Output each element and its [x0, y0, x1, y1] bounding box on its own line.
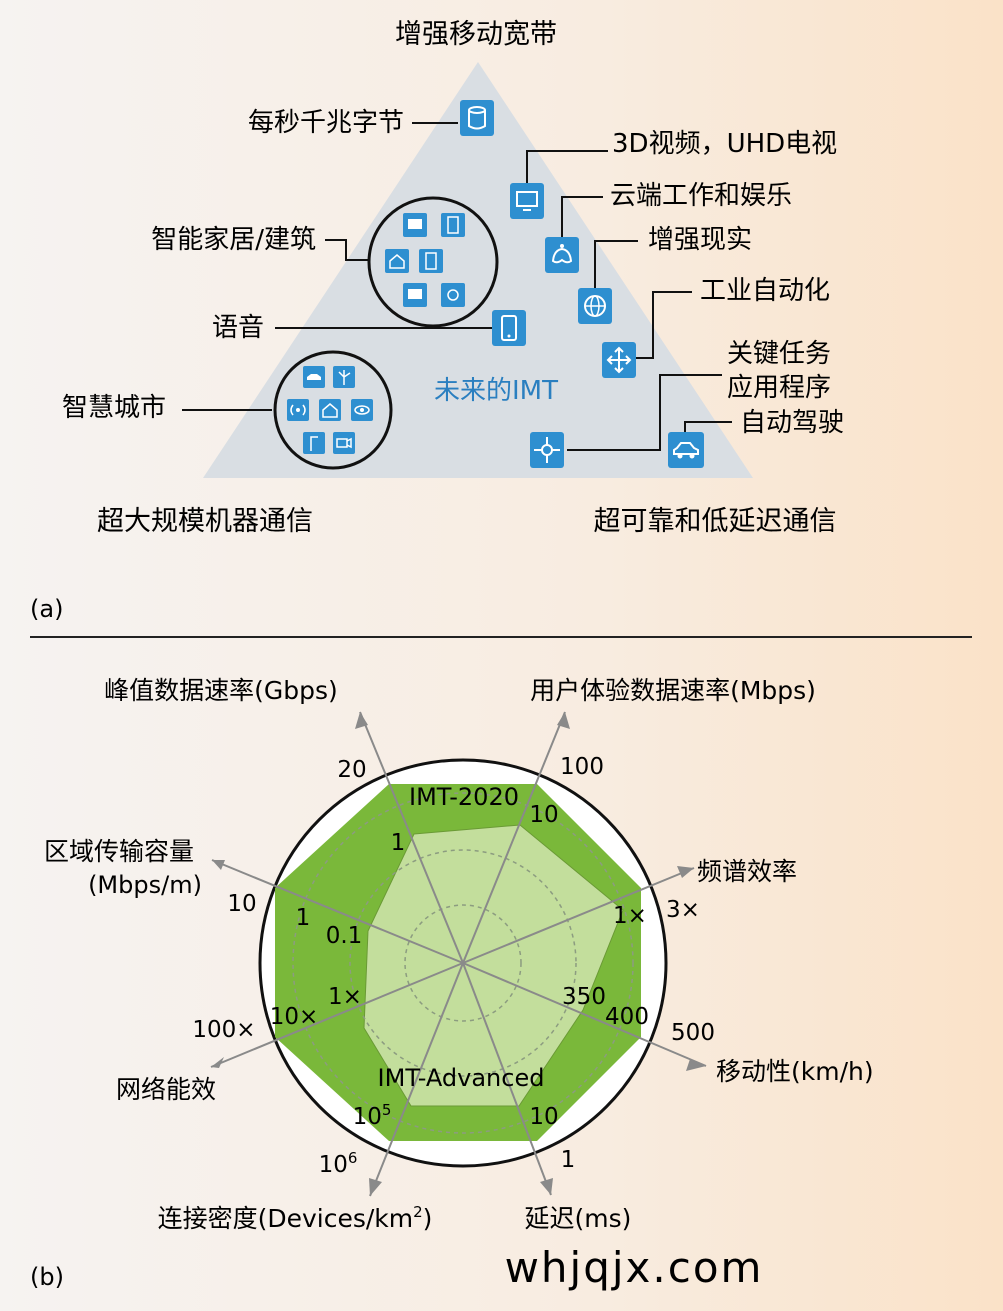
user-rate-axis-label: 用户体验数据速率(Mbps) [530, 676, 816, 705]
panel-a: 增强移动宽带 超大规模机器通信 超可靠和低延迟通信 未来的IMT [30, 19, 844, 623]
tick-mobility-inner: 350 [562, 984, 606, 1010]
tv-icon [403, 213, 427, 237]
density-axis-label: 连接密度(Devices/km2) [158, 1203, 433, 1233]
industry-label: 工业自动化 [700, 276, 830, 306]
panel-b: IMT-2020 IMT-Advanced 峰值数据速率(Gbps) 用户体验数… [30, 676, 874, 1292]
arrows-icon [602, 342, 636, 378]
gigabytes-label: 每秒千兆字节 [248, 108, 404, 138]
tick-area-outer: 10 [227, 891, 256, 917]
imt-advanced-area [363, 824, 624, 1107]
voice-label: 语音 [212, 313, 264, 343]
tick-peak-inner: 1 [391, 830, 406, 856]
globe-icon [578, 288, 612, 324]
house-icon [385, 249, 409, 273]
tick-labels: 20 1 100 10 3× 1× 500 400 350 1 10 106 1… [192, 754, 715, 1178]
caption-a: (a) [30, 595, 63, 623]
urllc-label: 超可靠和低延迟通信 [594, 506, 837, 537]
caption-b: (b) [30, 1263, 64, 1291]
embb-label: 增强移动宽带 [395, 19, 557, 50]
axes [210, 711, 707, 1197]
windmill-icon [333, 366, 355, 388]
cloud-label: 云端工作和娱乐 [610, 181, 792, 211]
eye-icon [351, 399, 373, 421]
streetlight-icon [303, 432, 325, 454]
tick-energy-outer: 100× [192, 1017, 255, 1043]
mission-label-1: 关键任务 [727, 339, 831, 369]
area-axis-label-2: (Mbps/m) [88, 871, 202, 899]
smart-home-label: 智能家居/建筑 [151, 225, 316, 255]
mobility-axis-label: 移动性(km/h) [716, 1057, 874, 1086]
tick-user-outer: 100 [560, 754, 604, 780]
home-small-icon [319, 399, 341, 421]
imt-2020-label: IMT-2020 [409, 783, 519, 811]
gamepad-icon [545, 237, 579, 273]
tick-area-inner: 0.1 [326, 923, 363, 949]
axis-arrowheads [211, 712, 706, 1196]
tick-spectrum-inner: 1× [613, 903, 647, 929]
grid-circles [292, 792, 634, 1134]
tick-area-mid: 1 [296, 905, 311, 931]
smart-city-label: 智慧城市 [62, 393, 166, 423]
future-imt-label: 未来的IMT [434, 376, 558, 406]
video-label: 3D视频，UHD电视 [612, 129, 837, 159]
car-icon [668, 432, 704, 468]
spectrum-axis-label: 频谱效率 [697, 857, 797, 886]
tick-energy-inner: 1× [328, 984, 362, 1010]
tick-user-inner: 10 [529, 802, 558, 828]
watermark: whjqjx.com [505, 1243, 764, 1292]
tick-mobility-mid: 400 [605, 1004, 649, 1030]
latency-axis-label: 延迟(ms) [525, 1204, 632, 1233]
network-icon [530, 432, 564, 468]
signal-icon [287, 399, 309, 421]
building-icon [419, 249, 443, 273]
tick-latency-inner: 10 [529, 1104, 558, 1130]
leader-lines [182, 122, 732, 451]
car-small-icon [303, 366, 325, 388]
mission-label-2: 应用程序 [727, 373, 831, 403]
self-driving-label: 自动驾驶 [740, 408, 844, 438]
imt-advanced-label: IMT-Advanced [378, 1064, 545, 1092]
tick-energy-mid: 10× [270, 1004, 319, 1030]
fridge-icon [441, 213, 465, 237]
database-icon [460, 100, 494, 136]
tick-spectrum-outer: 3× [666, 897, 700, 923]
peak-rate-axis-label: 峰值数据速率(Gbps) [104, 676, 338, 705]
tick-density-inner: 105 [353, 1101, 392, 1130]
phone-icon [492, 310, 526, 346]
washer-icon [441, 283, 465, 307]
monitor-icon [510, 183, 544, 219]
smart-home-cluster [367, 196, 499, 328]
screen-icon [403, 283, 427, 307]
tick-density-outer: 106 [319, 1149, 358, 1178]
mmtc-label: 超大规模机器通信 [97, 506, 313, 537]
energy-axis-label: 网络能效 [116, 1075, 216, 1104]
ar-label: 增强现实 [648, 225, 752, 255]
tick-peak-outer: 20 [337, 757, 366, 783]
area-axis-label-1: 区域传输容量 [44, 837, 194, 866]
tick-mobility-outer: 500 [671, 1020, 715, 1046]
tick-latency-outer: 1 [561, 1147, 576, 1173]
camera-icon [333, 432, 355, 454]
smart-city-cluster [273, 350, 393, 470]
